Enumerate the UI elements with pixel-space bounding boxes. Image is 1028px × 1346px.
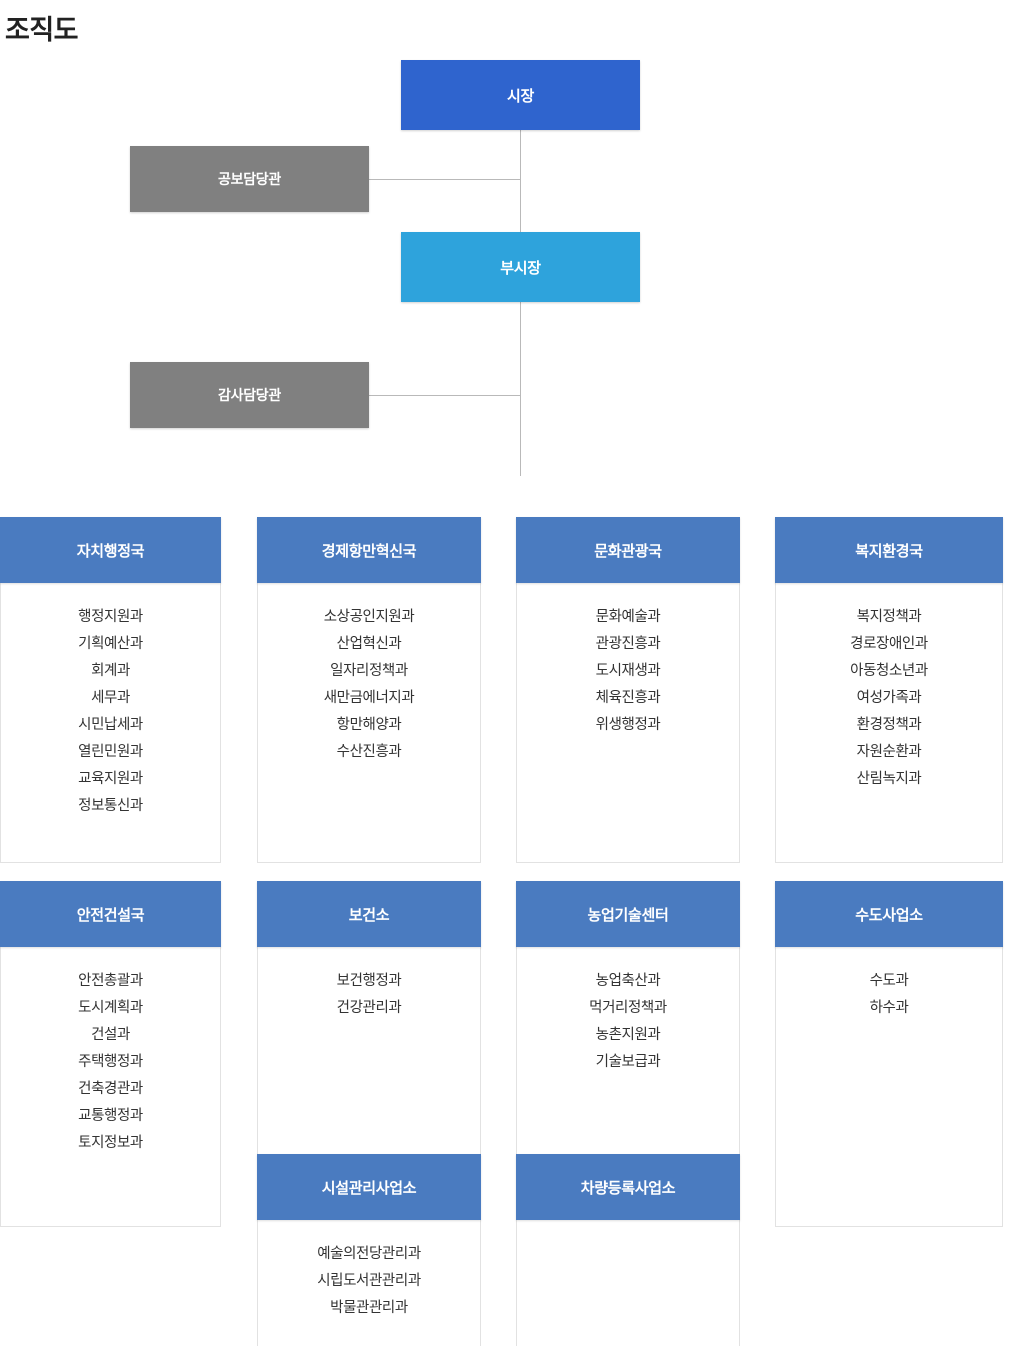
division-item: 새만금에너지과 (323, 690, 415, 706)
department-name: 시설관리사업소 (257, 1154, 481, 1220)
division-item: 아동청소년과 (850, 663, 928, 679)
department-card[interactable]: 복지환경국 복지정책과 경로장애인과 아동청소년과 여성가족과 환경정책과 자원… (775, 517, 1003, 863)
division-item: 관광진흥과 (595, 636, 661, 652)
department-name: 자치행정국 (0, 517, 221, 583)
connector-vice-mayor-to-departments (520, 302, 521, 476)
division-item: 보건행정과 (336, 973, 402, 989)
division-list: 예술의전당관리과 시립도서관관리과 박물관관리과 (258, 1220, 480, 1322)
node-public-relations-office[interactable]: 공보담당관 (130, 146, 369, 212)
division-item: 환경정책과 (856, 717, 922, 733)
division-item: 먹거리정책과 (589, 1000, 667, 1016)
division-item: 건축경관과 (78, 1081, 143, 1097)
division-item: 행정지원과 (78, 609, 143, 625)
division-item: 농업축산과 (595, 973, 661, 989)
department-card[interactable]: 수도사업소 수도과 하수과 (775, 881, 1003, 1227)
division-item: 산림녹지과 (856, 771, 922, 787)
node-vice-mayor[interactable]: 부시장 (401, 232, 640, 302)
department-card[interactable]: 자치행정국 행정지원과 기획예산과 회계과 세무과 시민납세과 열린민원과 교육… (0, 517, 221, 863)
division-item: 소상공인지원과 (323, 609, 415, 625)
department-name: 농업기술센터 (516, 881, 740, 947)
division-item: 도시재생과 (595, 663, 661, 679)
division-item: 문화예술과 (595, 609, 661, 625)
division-item: 회계과 (91, 663, 130, 679)
page-title: 조직도 (5, 15, 79, 45)
division-item: 체육진흥과 (595, 690, 661, 706)
division-list: 소상공인지원과 산업혁신과 일자리정책과 새만금에너지과 항만해양과 수산진흥과 (258, 583, 480, 766)
division-item: 도시계획과 (78, 1000, 143, 1016)
department-card[interactable]: 경제항만혁신국 소상공인지원과 산업혁신과 일자리정책과 새만금에너지과 항만해… (257, 517, 481, 863)
node-mayor[interactable]: 시장 (401, 60, 640, 130)
department-card[interactable]: 문화관광국 문화예술과 관광진흥과 도시재생과 체육진흥과 위생행정과 (516, 517, 740, 863)
division-item: 열린민원과 (78, 744, 143, 760)
division-item: 예술의전당관리과 (317, 1246, 421, 1262)
division-item: 안전총괄과 (78, 973, 143, 989)
division-item: 시립도서관관리과 (317, 1273, 421, 1289)
department-name: 보건소 (257, 881, 481, 947)
department-card[interactable]: 시설관리사업소 예술의전당관리과 시립도서관관리과 박물관관리과 (257, 1154, 481, 1346)
division-item: 자원순환과 (856, 744, 922, 760)
division-item: 경로장애인과 (850, 636, 928, 652)
division-list: 보건행정과 건강관리과 (258, 947, 480, 1022)
division-item: 기획예산과 (78, 636, 143, 652)
division-item: 농촌지원과 (595, 1027, 661, 1043)
department-name: 복지환경국 (775, 517, 1003, 583)
division-item: 위생행정과 (595, 717, 661, 733)
division-item: 정보통신과 (78, 798, 143, 814)
division-item: 교육지원과 (78, 771, 143, 787)
department-name: 문화관광국 (516, 517, 740, 583)
connector-mayor-to-vice-mayor (520, 130, 521, 232)
department-card[interactable]: 안전건설국 안전총괄과 도시계획과 건설과 주택행정과 건축경관과 교통행정과 … (0, 881, 221, 1227)
division-list: 복지정책과 경로장애인과 아동청소년과 여성가족과 환경정책과 자원순환과 산림… (776, 583, 1002, 793)
division-list (517, 1220, 739, 1241)
department-name: 경제항만혁신국 (257, 517, 481, 583)
division-item: 여성가족과 (856, 690, 922, 706)
division-list: 문화예술과 관광진흥과 도시재생과 체육진흥과 위생행정과 (517, 583, 739, 739)
division-item: 박물관관리과 (330, 1300, 408, 1316)
department-name: 수도사업소 (775, 881, 1003, 947)
division-item: 수도과 (869, 973, 909, 989)
division-item: 건강관리과 (336, 1000, 402, 1016)
division-item: 수산진흥과 (336, 744, 402, 760)
division-list: 행정지원과 기획예산과 회계과 세무과 시민납세과 열린민원과 교육지원과 정보… (1, 583, 220, 820)
connector-to-audit-office (369, 395, 521, 396)
division-item: 주택행정과 (78, 1054, 143, 1070)
division-list: 농업축산과 먹거리정책과 농촌지원과 기술보급과 (517, 947, 739, 1076)
department-name: 안전건설국 (0, 881, 221, 947)
node-audit-office[interactable]: 감사담당관 (130, 362, 369, 428)
division-item: 세무과 (91, 690, 130, 706)
division-item: 산업혁신과 (336, 636, 402, 652)
division-item: 일자리정책과 (330, 663, 408, 679)
division-item: 건설과 (91, 1027, 130, 1043)
division-item: 토지정보과 (78, 1135, 143, 1151)
connector-to-public-relations-office (369, 179, 521, 180)
department-name: 차량등록사업소 (516, 1154, 740, 1220)
division-list: 수도과 하수과 (776, 947, 1002, 1022)
department-card[interactable]: 차량등록사업소 (516, 1154, 740, 1346)
division-item: 복지정책과 (856, 609, 922, 625)
division-item: 시민납세과 (78, 717, 143, 733)
division-list: 안전총괄과 도시계획과 건설과 주택행정과 건축경관과 교통행정과 토지정보과 (1, 947, 220, 1157)
division-item: 기술보급과 (595, 1054, 661, 1070)
division-item: 하수과 (869, 1000, 909, 1016)
division-item: 항만해양과 (336, 717, 402, 733)
division-item: 교통행정과 (78, 1108, 143, 1124)
